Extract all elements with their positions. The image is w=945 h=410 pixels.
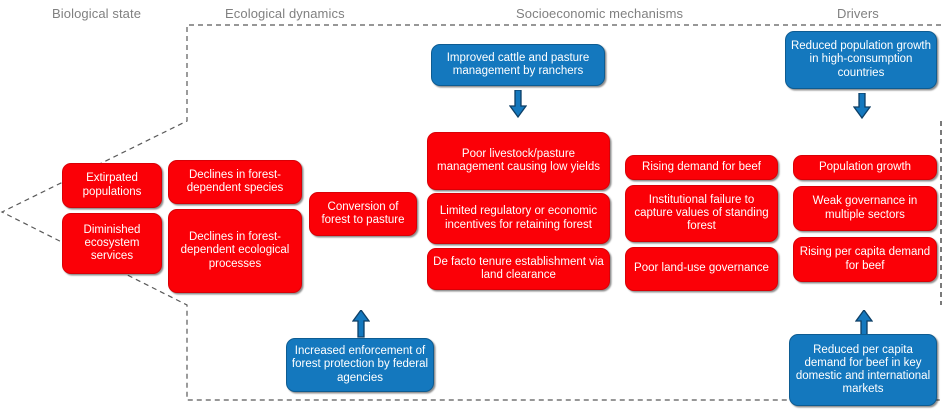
- node-conversion-forest-to-pasture[interactable]: Conversion of forest to pasture: [309, 192, 417, 236]
- column-header-socioeconomic-mechanisms: Socioeconomic mechanisms: [516, 6, 684, 21]
- column-header-ecological-dynamics: Ecological dynamics: [225, 6, 345, 21]
- node-reduced-per-capita-demand-beef[interactable]: Reduced per capita demand for beef in ke…: [789, 334, 937, 406]
- node-population-growth[interactable]: Population growth: [793, 155, 937, 180]
- node-weak-governance-multiple-sectors[interactable]: Weak governance in multiple sectors: [793, 186, 937, 231]
- node-poor-land-use-governance[interactable]: Poor land-use governance: [625, 247, 778, 291]
- down-arrow-cattle-management: [509, 90, 527, 118]
- node-improved-cattle-pasture-management[interactable]: Improved cattle and pasture management b…: [431, 44, 605, 86]
- node-increased-enforcement-forest-protection[interactable]: Increased enforcement of forest protecti…: [286, 338, 434, 392]
- down-arrow-population-growth: [853, 93, 871, 119]
- node-limited-regulatory-economic-incentives[interactable]: Limited regulatory or economic incentive…: [427, 193, 610, 244]
- node-declines-forest-dependent-species[interactable]: Declines in forest-dependent species: [168, 160, 302, 204]
- node-rising-per-capita-demand-beef[interactable]: Rising per capita demand for beef: [793, 237, 937, 282]
- column-header-drivers: Drivers: [837, 6, 879, 21]
- node-rising-demand-for-beef[interactable]: Rising demand for beef: [625, 155, 778, 180]
- node-diminished-ecosystem-services[interactable]: Diminished ecosystem services: [62, 213, 162, 274]
- node-de-facto-tenure-establishment[interactable]: De facto tenure establishment via land c…: [427, 248, 610, 290]
- column-header-biological-state: Biological state: [52, 6, 142, 21]
- node-declines-forest-dependent-processes[interactable]: Declines in forest-dependent ecological …: [168, 209, 302, 293]
- node-reduced-population-growth[interactable]: Reduced population growth in high-consum…: [785, 31, 937, 89]
- node-poor-livestock-pasture-management[interactable]: Poor livestock/pasture management causin…: [427, 132, 610, 190]
- up-arrow-forest-protection-enforcement: [352, 310, 370, 338]
- up-arrow-reduced-beef-demand: [855, 310, 873, 336]
- node-extirpated-populations[interactable]: Extirpated populations: [62, 163, 162, 208]
- node-institutional-failure-capture-values[interactable]: Institutional failure to capture values …: [625, 185, 778, 242]
